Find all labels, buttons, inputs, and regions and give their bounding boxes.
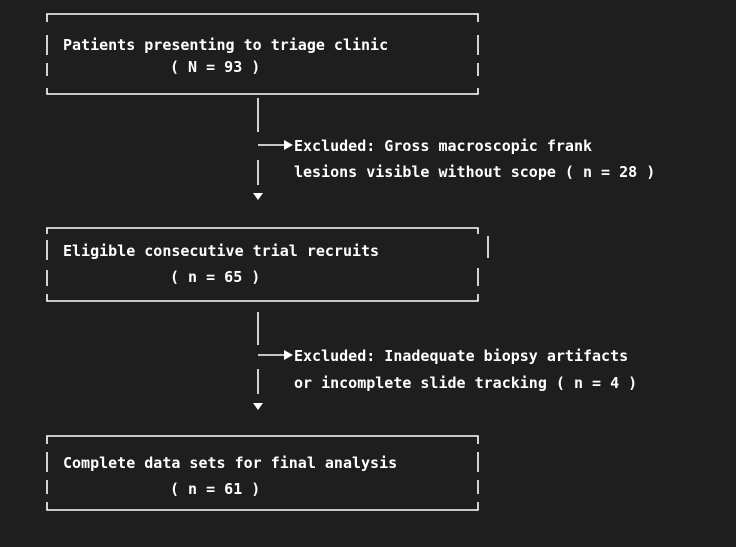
exclusion-2-count: or incomplete slide tracking ( n = 4 ) bbox=[294, 374, 638, 392]
box-frame-eligible bbox=[46, 227, 489, 302]
box-complete-title: Complete data sets for final analysis bbox=[63, 454, 398, 472]
box-frame-complete bbox=[46, 435, 479, 511]
box-patients-title: Patients presenting to triage clinic bbox=[63, 36, 389, 54]
exclusion-2-title: Excluded: Inadequate biopsy artifacts bbox=[294, 347, 629, 365]
arrowhead-down-icon bbox=[253, 193, 263, 200]
arrowhead-right-icon bbox=[284, 140, 293, 150]
connector-1 bbox=[257, 98, 284, 185]
box-complete-count: ( n = 61 ) bbox=[170, 480, 261, 498]
arrowhead-right-icon bbox=[284, 350, 293, 360]
box-eligible-title: Eligible consecutive trial recruits bbox=[63, 242, 380, 260]
box-eligible-count: ( n = 65 ) bbox=[170, 268, 261, 286]
box-frame-patients bbox=[46, 13, 479, 95]
exclusion-1-count: lesions visible without scope ( n = 28 ) bbox=[294, 163, 656, 181]
arrowhead-down-icon bbox=[253, 403, 263, 410]
box-patients-count: ( N = 93 ) bbox=[170, 58, 261, 76]
connector-2 bbox=[257, 312, 284, 394]
exclusion-1-title: Excluded: Gross macroscopic frank bbox=[294, 137, 593, 155]
